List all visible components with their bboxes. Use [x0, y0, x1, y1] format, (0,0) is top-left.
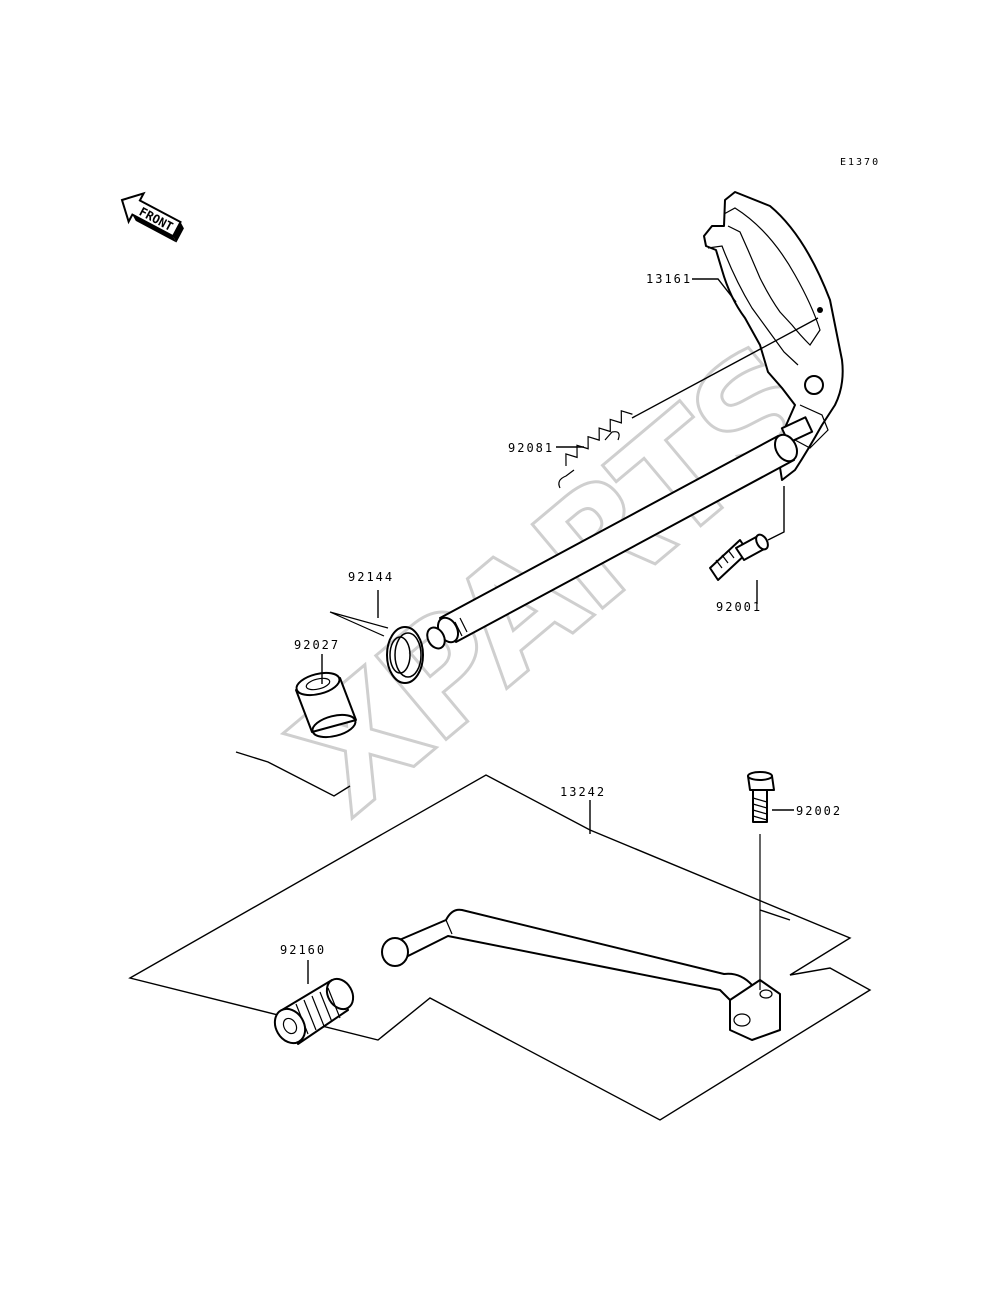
pin-92001 [709, 533, 769, 581]
part-label-92081[interactable]: 92081 [508, 441, 555, 455]
collar-92027 [295, 671, 357, 739]
front-arrow-icon: FRONT [120, 191, 184, 243]
diagram-code: E1370 [840, 157, 881, 168]
assembly-outline [128, 774, 872, 1121]
leader-lines [307, 278, 819, 984]
spring-92081 [558, 410, 633, 489]
pedal-rubber-92160 [273, 977, 355, 1045]
torsion-spring-92144 [329, 611, 424, 684]
bolt-92002 [747, 771, 775, 990]
part-label-92160[interactable]: 92160 [280, 943, 327, 957]
shift-shaft [426, 433, 799, 650]
shift-pedal-13242 [381, 908, 781, 1041]
part-label-92144[interactable]: 92144 [348, 570, 395, 584]
part-label-13161[interactable]: 13161 [646, 272, 693, 286]
part-label-92002[interactable]: 92002 [796, 804, 843, 818]
shift-arm-13161 [703, 191, 844, 481]
part-label-92001[interactable]: 92001 [716, 600, 763, 614]
part-label-13242[interactable]: 13242 [560, 785, 607, 799]
part-label-92027[interactable]: 92027 [294, 638, 341, 652]
